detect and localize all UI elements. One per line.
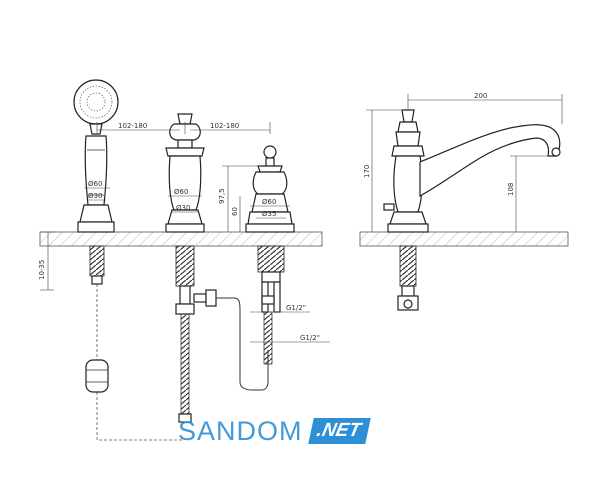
watermark-brand: SANDOM [178, 415, 303, 446]
dim-spread-left: 102-180 [118, 122, 147, 130]
dim-side-height-108: 108 [507, 183, 515, 196]
dim-thread-bottom: G1/2" [300, 334, 320, 342]
faucet-side-view [383, 109, 561, 311]
dim-spread-right: 102-180 [210, 122, 239, 130]
hand-shower-assembly [73, 79, 182, 441]
dim-side-height-170: 170 [363, 165, 371, 178]
dim-handshower-phi60: Ø60 [88, 180, 102, 188]
sandom-watermark: SANDOM .NET [178, 414, 371, 448]
dimension-lines [40, 94, 563, 343]
dimension-labels: 102-180 102-180 Ø60 Ø30 Ø60 Ø30 Ø60 Ø35 … [38, 92, 515, 342]
spout-front-view [165, 113, 269, 423]
dim-thread-top: G1/2" [286, 304, 306, 312]
valve-front-view [245, 145, 295, 365]
dim-height-60: 60 [231, 207, 239, 216]
watermark-suffix: .NET [307, 418, 371, 444]
dim-valve-phi60: Ø60 [262, 198, 276, 206]
dim-handshower-phi30: Ø30 [88, 192, 102, 200]
dim-spout-phi30: Ø30 [176, 204, 190, 212]
dim-side-width: 200 [474, 92, 487, 100]
counter-deck [39, 231, 569, 247]
dim-deck-range: 10-35 [38, 260, 46, 280]
dim-spout-phi60: Ø60 [174, 188, 188, 196]
dim-valve-phi35: Ø35 [262, 210, 276, 218]
dim-height-97-5: 97,5 [218, 188, 226, 204]
